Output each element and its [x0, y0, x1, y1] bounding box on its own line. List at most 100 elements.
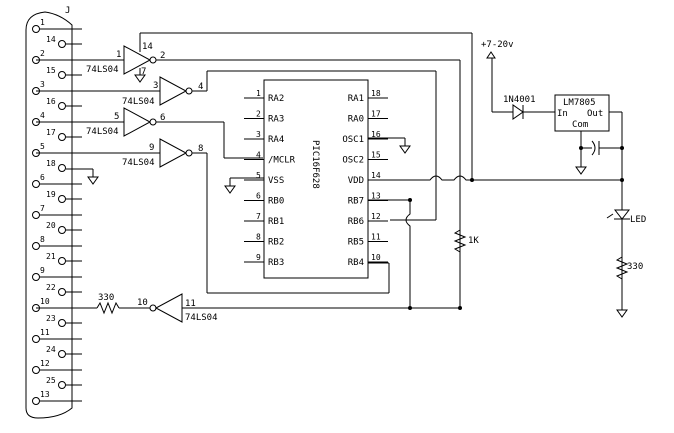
svg-text:20: 20	[46, 221, 56, 230]
lm7805-regulator	[554, 94, 610, 132]
ground-icon	[224, 185, 236, 194]
connector-pin	[58, 381, 66, 389]
inverter-5: 330 10 11 74LS04	[36, 293, 460, 323]
svg-text:LED: LED	[630, 215, 646, 225]
svg-text:18: 18	[46, 159, 56, 168]
svg-text:11: 11	[40, 328, 50, 337]
connector-pin	[58, 102, 66, 110]
svg-text:RB2: RB2	[268, 238, 284, 248]
svg-text:5: 5	[114, 112, 119, 122]
mcu-pins: 1RA22RA33RA44/MCLR5VSS6RB07RB18RB29RB318…	[244, 89, 388, 268]
svg-text:74LS04: 74LS04	[122, 158, 155, 168]
connector-pin	[32, 25, 40, 33]
svg-text:3: 3	[153, 81, 158, 91]
inverter-2: 3 74LS04 4	[36, 70, 437, 221]
svg-text:8: 8	[40, 235, 45, 244]
svg-text:RB4: RB4	[348, 258, 364, 268]
svg-text:OSC2: OSC2	[342, 156, 364, 166]
svg-text:13: 13	[371, 192, 381, 201]
svg-text:9: 9	[40, 266, 45, 275]
inverter-1: 1 74LS04 14 7 2	[36, 32, 473, 308]
connector-label: J	[65, 6, 70, 16]
svg-text:18: 18	[371, 89, 381, 98]
ground-icon	[87, 176, 99, 185]
svg-text:Com: Com	[572, 120, 588, 130]
svg-text:74LS04: 74LS04	[86, 127, 119, 137]
svg-text:4: 4	[256, 151, 261, 160]
svg-text:11: 11	[371, 233, 381, 242]
inverter-3: 5 74LS04 6	[36, 107, 263, 159]
svg-text:RB6: RB6	[348, 217, 364, 227]
svg-text:5: 5	[40, 142, 45, 151]
svg-text:12: 12	[40, 359, 50, 368]
svg-text:9: 9	[256, 253, 261, 262]
svg-text:RB5: RB5	[348, 238, 364, 248]
svg-text:LM7805: LM7805	[563, 98, 596, 108]
svg-text:RB1: RB1	[268, 217, 284, 227]
svg-text:24: 24	[46, 345, 56, 354]
svg-text:14: 14	[371, 171, 381, 180]
svg-text:1: 1	[116, 50, 121, 60]
svg-text:13: 13	[40, 390, 50, 399]
svg-text:8: 8	[256, 233, 261, 242]
connector-pin	[32, 366, 40, 374]
svg-text:1: 1	[40, 18, 45, 27]
svg-text:3: 3	[256, 130, 261, 139]
svg-text:15: 15	[46, 66, 56, 75]
led-icon	[613, 209, 631, 220]
ground-icon	[575, 166, 587, 175]
svg-text:21: 21	[46, 252, 56, 261]
connector-pin	[32, 242, 40, 250]
svg-text:8: 8	[198, 144, 203, 154]
connector-pin	[58, 257, 66, 265]
svg-text:14: 14	[142, 42, 153, 52]
svg-text:15: 15	[371, 151, 381, 160]
svg-text:OSC1: OSC1	[342, 135, 364, 145]
svg-text:6: 6	[256, 192, 261, 201]
svg-text:VSS: VSS	[268, 176, 284, 186]
svg-text:VDD: VDD	[348, 176, 364, 186]
svg-text:10: 10	[40, 297, 50, 306]
connector-pin	[58, 133, 66, 141]
svg-text:2: 2	[160, 51, 165, 61]
svg-text:330: 330	[98, 293, 114, 303]
svg-text:Out: Out	[587, 109, 603, 119]
ground-icon	[399, 145, 411, 154]
svg-text:74LS04: 74LS04	[185, 313, 218, 323]
supply-arrow-icon	[486, 51, 496, 59]
connector-pin	[32, 273, 40, 281]
svg-text:5: 5	[256, 171, 261, 180]
svg-text:25: 25	[46, 376, 56, 385]
svg-text:RB3: RB3	[268, 258, 284, 268]
diode-icon	[512, 104, 524, 120]
svg-text:3: 3	[40, 80, 45, 89]
svg-text:16: 16	[46, 97, 56, 106]
svg-text:6: 6	[40, 173, 45, 182]
svg-text:74LS04: 74LS04	[122, 97, 155, 107]
svg-text:RA2: RA2	[268, 94, 284, 104]
svg-text:74LS04: 74LS04	[86, 65, 119, 75]
connector-pin	[58, 195, 66, 203]
connector-pin	[58, 226, 66, 234]
svg-text:RB0: RB0	[268, 197, 284, 207]
svg-text:17: 17	[46, 128, 56, 137]
connector-pin	[58, 40, 66, 48]
connector-pin	[58, 288, 66, 296]
svg-text:7: 7	[256, 212, 261, 221]
svg-text:19: 19	[46, 190, 56, 199]
connector-pin	[32, 397, 40, 405]
ground-icon	[134, 74, 146, 83]
connector-pin	[58, 350, 66, 358]
svg-text:7: 7	[40, 204, 45, 213]
svg-text:RA3: RA3	[268, 115, 284, 125]
svg-text:11: 11	[185, 299, 196, 309]
ground-icon	[616, 309, 628, 318]
connector-pin	[58, 319, 66, 327]
svg-text:22: 22	[46, 283, 56, 292]
svg-text:1K: 1K	[468, 236, 479, 246]
svg-text:16: 16	[371, 130, 381, 139]
svg-text:RA4: RA4	[268, 135, 284, 145]
connector-pin	[58, 164, 66, 172]
